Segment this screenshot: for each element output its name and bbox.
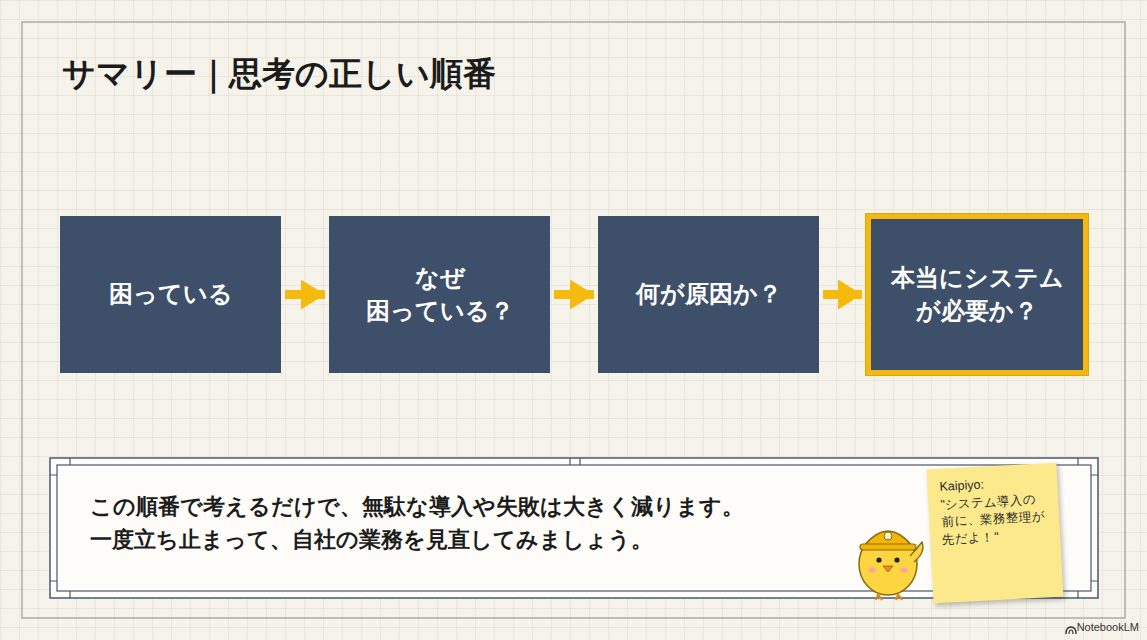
flow-arrow <box>823 290 862 299</box>
node-text: なぜ 困っている？ <box>345 262 534 327</box>
slide-title: サマリー｜思考の正しい順番 <box>62 52 496 97</box>
watermark-icon <box>1066 627 1076 634</box>
flow-arrow <box>285 290 325 299</box>
process-box: 何が原因か？ <box>598 216 819 373</box>
process-box: なぜ 困っている？ <box>329 216 550 373</box>
node-text: 何が原因か？ <box>636 278 782 310</box>
node-text: 困っている <box>109 278 233 310</box>
watermark: NotebookLM <box>1077 621 1139 633</box>
node-text: 本当にシステム が必要か？ <box>887 262 1067 327</box>
frame <box>22 22 1125 618</box>
node-text: この順番で考えるだけで、無駄な導入や失敗は大きく減ります。 一度立ち止まって、自… <box>90 490 870 556</box>
process-box: 困っている <box>60 216 281 373</box>
node-body: "システム導入の前に、業務整理が先だよ！" <box>940 491 1051 549</box>
flow-arrow <box>554 290 594 299</box>
chick-mascot <box>859 531 923 600</box>
sticky-note: Kaipiyo:"システム導入の前に、業務整理が先だよ！" <box>927 463 1064 604</box>
highlight-box: 本当にシステム が必要か？ <box>866 214 1088 375</box>
